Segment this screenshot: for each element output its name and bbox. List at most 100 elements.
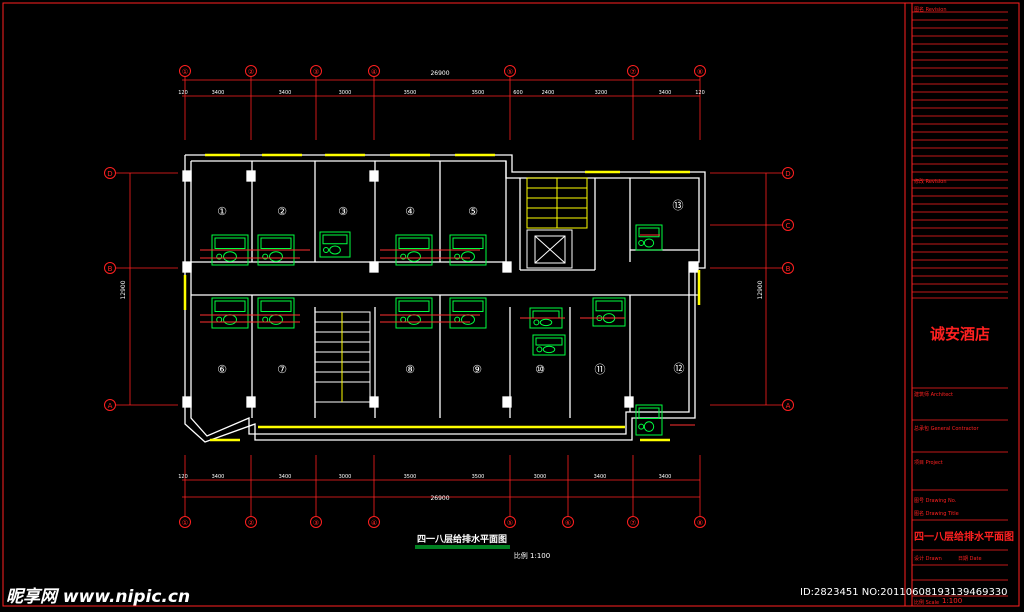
dim-text-bottom: 3400 — [212, 474, 225, 480]
svg-text:A: A — [786, 402, 791, 410]
watermark-id: ID:2823451 NO:20110608193139469330 — [800, 587, 1008, 598]
grid-bubble-left: A — [104, 399, 116, 411]
svg-text:③: ③ — [313, 519, 319, 527]
svg-text:④: ④ — [371, 68, 377, 76]
dim-text-bottom: 3400 — [594, 474, 607, 480]
svg-text:⑥: ⑥ — [565, 519, 571, 527]
grid-bubble-top: ② — [245, 65, 257, 77]
grid-bubble-top: ⑤ — [504, 65, 516, 77]
grid-bubble-right: B — [782, 262, 794, 274]
dim-text-bottom: 3400 — [659, 474, 672, 480]
grid-bubble-bottom: ④ — [368, 516, 380, 528]
dim-text-top: 600 — [513, 90, 523, 96]
grid-bubble-bottom: ③ — [310, 516, 322, 528]
svg-text:③: ③ — [313, 68, 319, 76]
bathroom-unit — [532, 334, 566, 356]
dim-text-top: 2400 — [542, 90, 555, 96]
svg-text:②: ② — [248, 519, 254, 527]
title-block-lines — [912, 11, 1008, 597]
dim-text-top: 3400 — [659, 90, 672, 96]
stairs-upper — [526, 177, 588, 229]
grid-bubble-bottom: ② — [245, 516, 257, 528]
bathroom-unit — [211, 234, 249, 266]
dim-text-bottom: 3000 — [534, 474, 547, 480]
dim-text-bottom: 3400 — [279, 474, 292, 480]
svg-text:⑦: ⑦ — [630, 519, 636, 527]
svg-text:D: D — [107, 170, 112, 178]
room-number: ② — [277, 205, 287, 218]
bathroom-unit — [257, 297, 295, 329]
dim-text-bottom: 120 — [178, 474, 188, 480]
bathroom-unit — [449, 297, 487, 329]
stairs-lower — [314, 311, 371, 403]
dim-text-top: 3400 — [212, 90, 225, 96]
grid-bubble-right: A — [782, 399, 794, 411]
svg-text:②: ② — [248, 68, 254, 76]
tb-drawing-title: 四一八层给排水平面图 — [914, 532, 1014, 543]
grid-bubble-top: ⑦ — [627, 65, 639, 77]
bathroom-unit — [211, 297, 249, 329]
grid-bubble-bottom: ① — [179, 516, 191, 528]
svg-text:D: D — [785, 170, 790, 178]
grid-bubble-left: B — [104, 262, 116, 274]
grid-bubble-bottom: ⑦ — [627, 516, 639, 528]
room-number: ⑩ — [535, 363, 545, 376]
grid-bubble-left: D — [104, 167, 116, 179]
dim-text-top: 3000 — [339, 90, 352, 96]
elevator — [526, 229, 573, 269]
grid-bubble-right: C — [782, 219, 794, 231]
dim-text-top: 3400 — [279, 90, 292, 96]
tb-scale-value: 1:100 — [942, 597, 963, 605]
grid-bubble-bottom: ⑤ — [504, 516, 516, 528]
room-number: ① — [217, 205, 227, 218]
room-number: ⑬ — [673, 199, 684, 212]
svg-text:⑧: ⑧ — [697, 519, 703, 527]
room-number: ⑫ — [674, 362, 685, 375]
bathroom-unit — [395, 297, 433, 329]
tb-revision-label: 修改 Revision — [914, 179, 947, 185]
overall-dim-bottom: 26900 — [430, 495, 449, 502]
grid-axis-left: D B A — [104, 167, 178, 411]
svg-text:①: ① — [182, 519, 188, 527]
tb-scale-label: 比例 Scale — [914, 600, 940, 606]
room-number: ③ — [338, 205, 348, 218]
svg-text:⑤: ⑤ — [507, 519, 513, 527]
svg-text:⑤: ⑤ — [507, 68, 513, 76]
tb-contractor-label: 总承包 General Contractor — [914, 426, 979, 432]
room-number: ⑦ — [277, 363, 287, 376]
windows — [183, 153, 701, 442]
grid-axis-right: D C B A — [710, 167, 794, 411]
tb-drawing-no-label: 图号 Drawing No. — [914, 498, 957, 504]
tb-drawing-title-label: 图名 Drawing Title — [914, 511, 959, 517]
grid-bubble-top: ⑧ — [694, 65, 706, 77]
bathroom-unit — [592, 297, 626, 327]
dim-text-bottom: 3500 — [404, 474, 417, 480]
dim-text-top: 3200 — [595, 90, 608, 96]
drainage-pipes — [200, 234, 695, 426]
tb-project-label: 项目 Project — [914, 460, 943, 466]
grid-axis-bottom: ① ② ③ ④ ⑤ ⑥ ⑦ ⑧ — [179, 455, 706, 528]
dim-text-top: 3500 — [472, 90, 485, 96]
tb-architect-label: 建筑师 Architect — [914, 392, 954, 398]
svg-text:⑦: ⑦ — [630, 68, 636, 76]
tb-drawn-label: 设计 Drawn — [914, 556, 942, 562]
room-number: ⑥ — [217, 363, 227, 376]
drawing-scale: 比例 1:100 — [514, 551, 550, 560]
grid-bubble-top: ③ — [310, 65, 322, 77]
dimension-lines — [129, 79, 767, 498]
dim-text-top: 3500 — [404, 90, 417, 96]
overall-dim-top: 26900 — [430, 70, 449, 77]
room-number: ④ — [405, 205, 415, 218]
room-number: ⑧ — [405, 363, 415, 376]
room-number: ⑨ — [472, 363, 482, 376]
tb-project-name: 诚安酒店 — [930, 325, 991, 343]
bathroom-unit — [635, 224, 663, 251]
svg-text:①: ① — [182, 68, 188, 76]
grid-bubble-bottom: ⑧ — [694, 516, 706, 528]
room-number: ⑪ — [595, 363, 606, 376]
grid-bubble-bottom: ⑥ — [562, 516, 574, 528]
